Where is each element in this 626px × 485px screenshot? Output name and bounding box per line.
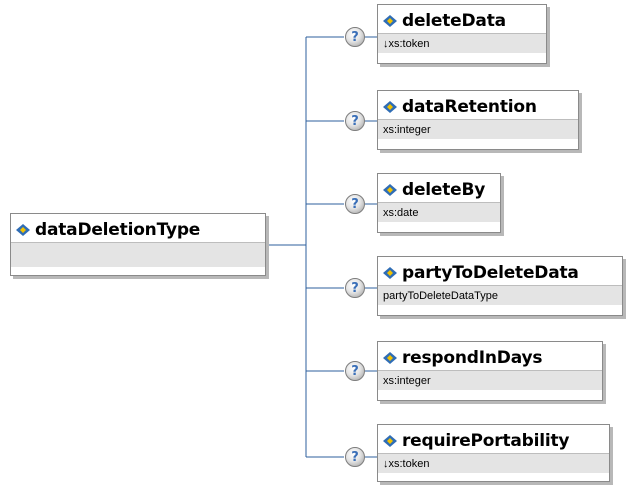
optional-icon: ? <box>345 27 365 47</box>
child-element-box-requirePortability[interactable]: requirePortability ↓xs:token <box>377 424 610 482</box>
child-element-box-partyToDeleteData[interactable]: partyToDeleteData partyToDeleteDataType <box>377 256 623 316</box>
root-element-box[interactable]: dataDeletionType <box>10 213 266 276</box>
child-element-type: ↓xs:token <box>378 33 546 53</box>
child-element-name: partyToDeleteData <box>402 263 579 283</box>
element-icon <box>383 101 397 113</box>
child-element-name: dataRetention <box>402 97 537 117</box>
optional-icon: ? <box>345 447 365 467</box>
element-icon <box>383 267 397 279</box>
child-element-type: xs:integer <box>378 370 602 390</box>
optional-icon: ? <box>345 111 365 131</box>
root-element-type <box>11 242 265 267</box>
optional-icon: ? <box>345 194 365 214</box>
optional-icon: ? <box>345 278 365 298</box>
child-element-name: deleteData <box>402 11 506 31</box>
child-element-type: xs:date <box>378 202 500 222</box>
root-element-name: dataDeletionType <box>35 220 201 240</box>
element-icon <box>383 15 397 27</box>
child-element-name: respondInDays <box>402 348 543 368</box>
child-element-box-deleteData[interactable]: deleteData ↓xs:token <box>377 4 547 64</box>
child-element-box-respondInDays[interactable]: respondInDays xs:integer <box>377 341 603 401</box>
child-element-type: partyToDeleteDataType <box>378 285 622 305</box>
element-icon <box>383 352 397 364</box>
child-element-type: ↓xs:token <box>378 453 609 473</box>
child-element-type: xs:integer <box>378 119 578 139</box>
child-element-box-deleteBy[interactable]: deleteBy xs:date <box>377 173 501 233</box>
element-icon <box>383 184 397 196</box>
element-icon <box>16 224 30 236</box>
child-element-name: deleteBy <box>402 180 486 200</box>
optional-icon: ? <box>345 361 365 381</box>
child-element-box-dataRetention[interactable]: dataRetention xs:integer <box>377 90 579 150</box>
element-icon <box>383 435 397 447</box>
child-element-name: requirePortability <box>402 431 570 451</box>
